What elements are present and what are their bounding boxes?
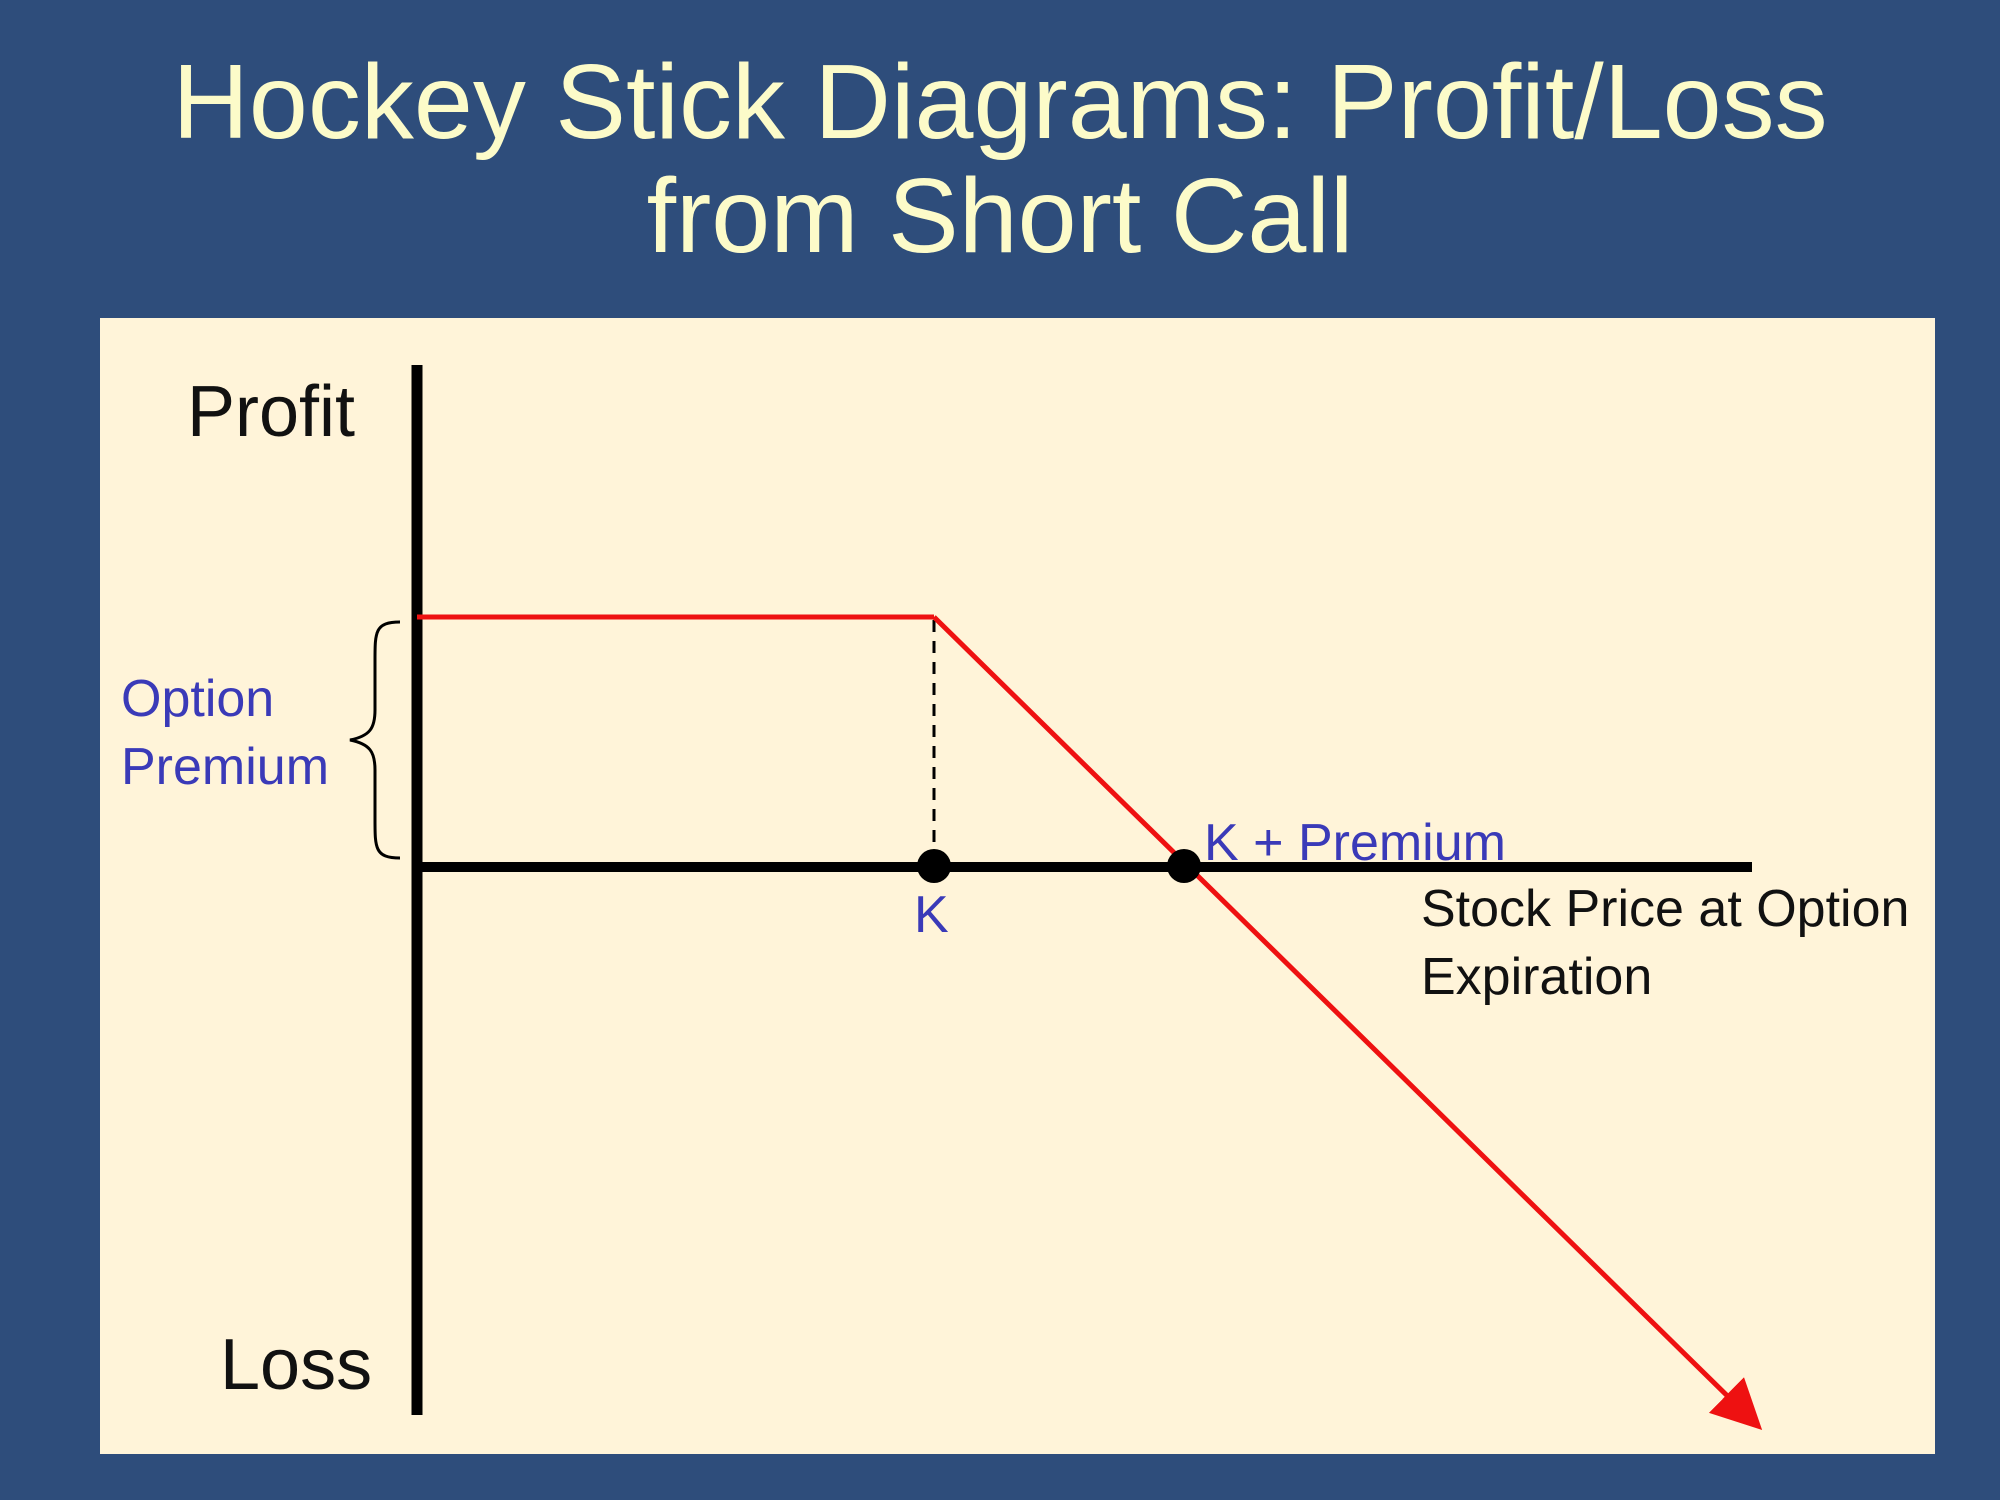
breakeven-point [1167, 849, 1201, 883]
strike-point [917, 849, 951, 883]
title-line-2: from Short Call [646, 157, 1354, 275]
x-axis-label-line-1: Stock Price at Option [1421, 880, 1909, 938]
strike-label: K [914, 886, 949, 944]
x-axis-label-line-2: Expiration [1421, 948, 1652, 1006]
option-premium-label-line-2: Premium [121, 738, 329, 796]
y-axis-top-label: Profit [187, 372, 355, 452]
option-premium-brace [349, 620, 401, 860]
y-axis-bottom-label: Loss [220, 1325, 372, 1405]
diagram-panel [100, 318, 1935, 1454]
option-premium-label-line-1: Option [121, 670, 274, 728]
slide-title: Hockey Stick Diagrams: Profit/Loss from … [0, 45, 2000, 273]
title-line-1: Hockey Stick Diagrams: Profit/Loss [172, 43, 1828, 161]
breakeven-label: K + Premium [1204, 814, 1506, 872]
payoff-down-segment [932, 615, 1763, 1431]
